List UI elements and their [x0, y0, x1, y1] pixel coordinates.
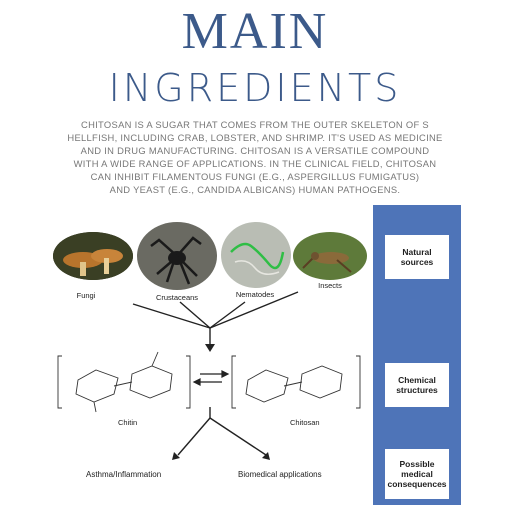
- category-sidebar: Natural sources Chemical structures Poss…: [373, 205, 461, 505]
- natural-sources-label: sources: [400, 257, 434, 267]
- outcome-asthma-label: Asthma/Inflammation: [86, 470, 162, 479]
- page-subtitle: INGREDIENTS: [108, 66, 402, 110]
- chitin-label: Chitin: [118, 418, 138, 427]
- connector-line: [132, 303, 211, 329]
- down-arrow-head: [205, 344, 215, 352]
- intro-line: HELLFISH, INCLUDING CRAB, LOBSTER, AND S…: [67, 132, 443, 143]
- medical-consequences-label: Possible: [399, 459, 435, 469]
- chemical-structures-label: Chemical: [398, 375, 436, 385]
- grasshopper-photo: [293, 232, 367, 280]
- arrow-head-left: [172, 452, 180, 460]
- outcome-biomedical-label: Biomedical applications: [238, 470, 322, 479]
- medical-consequences-box: Possible medical consequences: [385, 449, 449, 499]
- chitosan-structure: [231, 355, 361, 409]
- medical-consequences-label: medical: [401, 469, 433, 479]
- crab-photo: [137, 222, 217, 290]
- connector-line: [209, 291, 299, 329]
- split-line-right: [209, 417, 267, 456]
- source-label-crustaceans: Crustaceans: [155, 293, 199, 302]
- source-label-insects: Insects: [318, 281, 342, 290]
- source-label-nematodes: Nematodes: [235, 290, 275, 299]
- page-title: MAIN: [181, 3, 329, 60]
- intro-line: CAN INHIBIT FILAMENTOUS FUNGI (E.G., ASP…: [90, 171, 420, 182]
- intro-line: CHITOSAN IS A SUGAR THAT COMES FROM THE …: [81, 119, 429, 130]
- natural-sources-box: Natural sources: [385, 235, 449, 279]
- chitin-structure: [57, 351, 191, 413]
- intro-line: AND YEAST (E.G., CANDIDA ALBICANS) HUMAN…: [109, 184, 401, 195]
- split-line-left: [177, 417, 211, 456]
- chitosan-label: Chitosan: [290, 418, 320, 427]
- intro-line: AND IN DRUG MANUFACTURING. CHITOSAN IS A…: [80, 145, 430, 156]
- intro-paragraph: CHITOSAN IS A SUGAR THAT COMES FROM THE …: [62, 118, 448, 196]
- connector-line: [209, 301, 246, 329]
- intro-line: WITH A WIDE RANGE OF APPLICATIONS. IN TH…: [73, 158, 437, 169]
- source-label-fungi: Fungi: [76, 291, 96, 300]
- mushroom-photo: [53, 232, 133, 280]
- medical-consequences-label: consequences: [387, 479, 447, 489]
- arrow-head-right: [262, 452, 270, 460]
- nematode-photo: [221, 222, 291, 288]
- chemical-structures-box: Chemical structures: [385, 363, 449, 407]
- chemical-structures-label: structures: [396, 385, 438, 395]
- connector-line: [179, 301, 211, 329]
- natural-sources-label: Natural: [402, 247, 432, 257]
